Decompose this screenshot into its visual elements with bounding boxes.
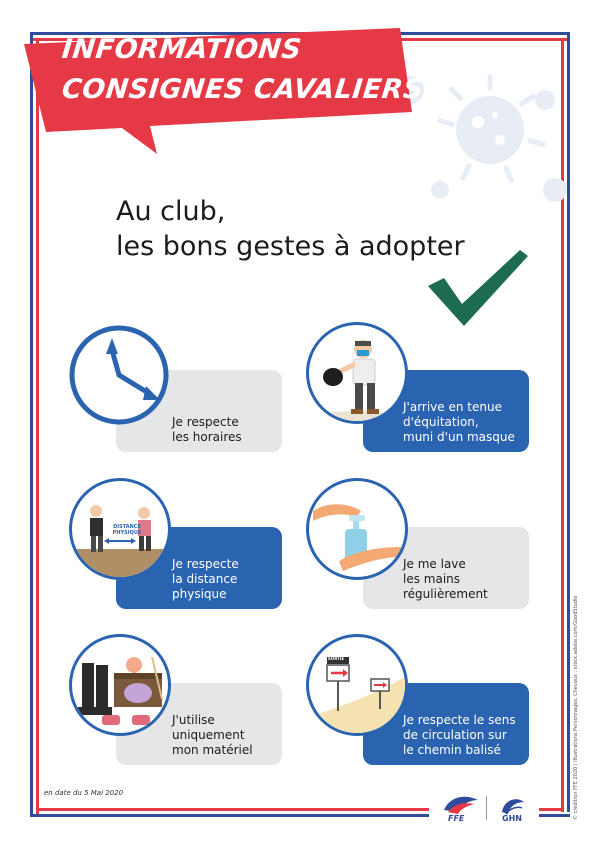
card-hand-wash-text: Je me lave les mains régulièrement <box>403 557 488 601</box>
virus-decoration-icon <box>396 75 567 202</box>
card-own-equipment-text: J'utilise uniquement mon matériel <box>172 713 253 757</box>
rider-with-mask-icon <box>317 340 397 421</box>
heading-line-2: les bons gestes à adopter <box>116 231 465 262</box>
frame-red-right <box>561 38 564 812</box>
frame-blue-right <box>567 32 570 812</box>
clock-icon <box>69 325 169 425</box>
ffe-logo-text: FFE <box>448 814 465 823</box>
ghn-logo-text: GHN <box>502 814 522 823</box>
distance-label: DISTANCE PHYSIQUE <box>112 524 142 536</box>
card-physical-distance-text: Je respecte la distance physique <box>172 557 239 601</box>
footer-date: en date du 5 Mai 2020 <box>44 789 124 797</box>
checkmark-icon <box>428 250 528 326</box>
ffe-logo-icon <box>444 796 478 814</box>
direction-signs-icon <box>309 657 405 733</box>
physical-distance-circle <box>69 478 171 580</box>
image-credit: © crédition FFE 2020 | Illustrations Per… <box>573 595 579 820</box>
hand-wash-icon <box>313 504 401 571</box>
heading-line-1: Au club, <box>116 196 226 227</box>
ghn-logo-icon <box>502 799 524 815</box>
hand-wash-circle <box>306 478 408 580</box>
frame-blue-left <box>30 32 33 817</box>
card-traffic-direction-text: Je respecte le sens de circulation sur l… <box>403 713 516 757</box>
rider-with-mask-circle <box>306 322 408 424</box>
card-schedule-text: Je respecte les horaires <box>172 415 242 444</box>
riding-equipment-icon <box>78 656 163 725</box>
banner-title-line-1: INFORMATIONS <box>60 34 304 65</box>
frame-red-bottom <box>36 808 564 811</box>
banner-title-line-2: CONSIGNES CAVALIERS <box>60 74 425 105</box>
logo-separator <box>486 796 487 820</box>
frame-blue-bottom <box>30 814 570 817</box>
frame-red-left <box>36 38 39 817</box>
direction-signs-circle <box>306 634 408 736</box>
card-riding-outfit-text: J'arrive en tenue d'équitation, muni d'u… <box>403 400 515 444</box>
riding-equipment-circle <box>69 634 171 736</box>
header-banner <box>24 28 412 154</box>
exit-sign-label: SORTIE <box>327 656 345 661</box>
